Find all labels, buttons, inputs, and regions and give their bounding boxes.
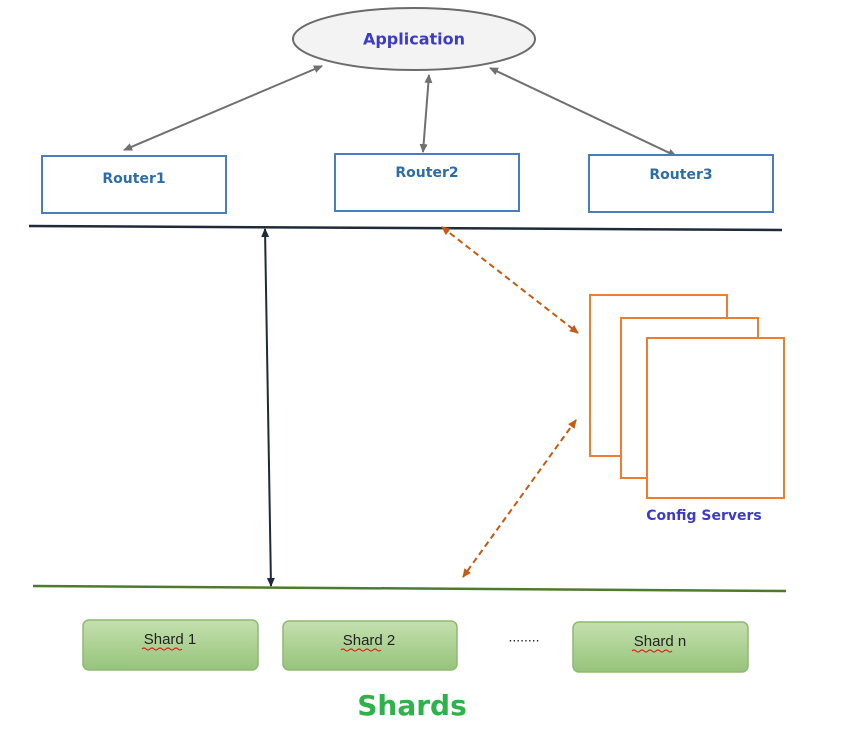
router2-node: Router2: [334, 153, 520, 212]
config-server-box-front: [646, 337, 785, 499]
router1-node: Router1: [41, 155, 227, 214]
arrow-config-shards-dashed: [462, 419, 577, 578]
shard-bus-line: [32, 584, 787, 593]
shard-2-node: Shard 2: [282, 620, 458, 671]
config-servers-label: Config Servers: [646, 508, 761, 524]
shard-n-node: Shard n: [572, 621, 749, 673]
shard-1-spellcheck-underline: [141, 647, 183, 651]
shard-2-suffix: 2: [387, 632, 395, 649]
application-ellipse: [292, 7, 536, 71]
router3-box: [588, 154, 774, 213]
application-node: Application: [292, 7, 536, 71]
config-servers-node: Config Servers: [589, 294, 785, 524]
router1-label: Router1: [102, 171, 165, 187]
shard-n-suffix: n: [678, 633, 686, 650]
shard-n-label: Shard n: [634, 633, 687, 650]
router2-box: [334, 153, 520, 212]
arrow-app-router1: [123, 65, 323, 151]
router3-label: Router3: [649, 167, 712, 183]
router3-node: Router3: [588, 154, 774, 213]
shards-ellipsis: ........: [508, 629, 539, 645]
shard-2-box: [282, 620, 458, 671]
shard-n-box: [572, 621, 749, 673]
shard-n-word: Shard: [634, 633, 674, 650]
arrow-router-bus-shard-bus: [261, 228, 275, 587]
shard-1-suffix: 1: [188, 631, 196, 648]
shard-1-word: Shard: [144, 631, 184, 648]
shard-1-box: [82, 619, 259, 671]
router-bus-line: [28, 224, 783, 232]
shards-title: Shards: [357, 689, 467, 722]
application-label: Application: [363, 30, 465, 49]
shard-2-word: Shard: [343, 632, 383, 649]
router2-label: Router2: [395, 165, 458, 181]
shard-n-spellcheck-underline: [631, 649, 673, 653]
router1-box: [41, 155, 227, 214]
arrow-routers-config-dashed: [441, 226, 579, 334]
shard-2-spellcheck-underline: [340, 648, 382, 652]
shard-1-node: Shard 1: [82, 619, 259, 671]
shard-1-label: Shard 1: [144, 631, 197, 648]
arrow-app-router3: [489, 67, 677, 157]
shard-2-label: Shard 2: [343, 632, 396, 649]
arrow-app-router2: [419, 74, 433, 153]
